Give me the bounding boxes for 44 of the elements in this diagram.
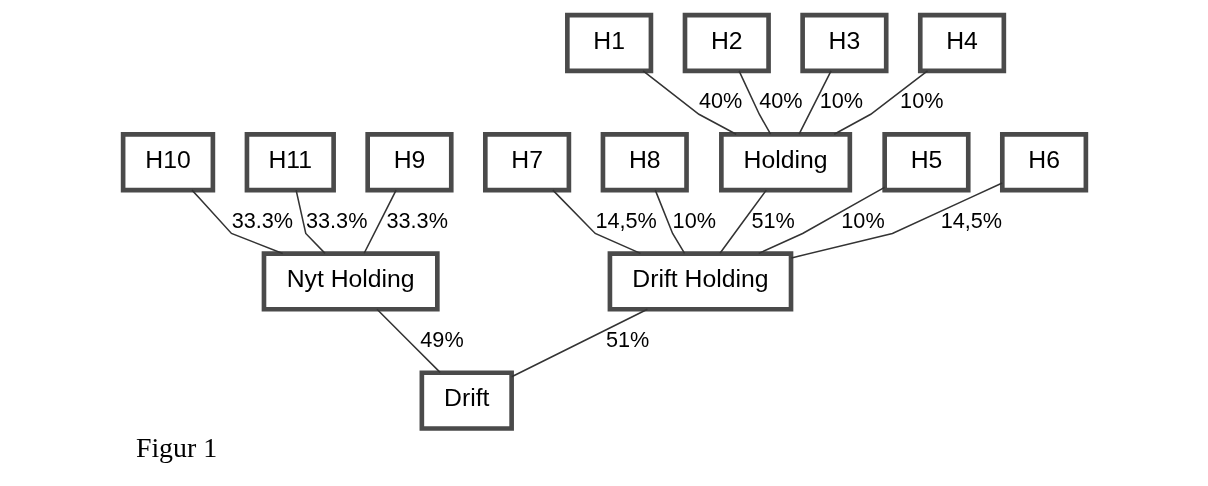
edge-label: 40%: [698, 87, 742, 113]
edge-label: 51%: [605, 326, 649, 352]
edge-label: 14,5%: [594, 207, 657, 233]
edge-label: 14,5%: [940, 207, 1002, 233]
edge-label: 40%: [758, 87, 803, 113]
node-box: H8: [600, 131, 689, 192]
connector: [797, 69, 832, 135]
node-box: H10: [120, 131, 215, 192]
node-box: Drift Holding: [607, 250, 793, 312]
node-box: H2: [682, 12, 771, 73]
edge-label: 10%: [819, 87, 863, 113]
connector: [790, 181, 1003, 259]
node-box: Nyt Holding: [261, 250, 440, 312]
edge-label: 10%: [840, 207, 885, 233]
node-box: Holding: [718, 131, 852, 192]
connector: [190, 188, 283, 254]
edge-label: 33.3%: [305, 207, 367, 233]
connector: [510, 308, 648, 377]
node-box: H6: [999, 131, 1088, 192]
connector: [294, 188, 326, 254]
connector: [737, 69, 771, 135]
edge-label: 49%: [419, 326, 464, 352]
edge-label: 33.3%: [386, 207, 448, 233]
connector: [718, 188, 767, 254]
connector: [375, 308, 441, 373]
edge-label: 51%: [751, 207, 795, 233]
node-box: H1: [564, 12, 653, 73]
node-box: Drift: [419, 369, 514, 431]
edge-label: 33.3%: [231, 207, 293, 233]
node-box: H3: [799, 12, 889, 73]
caption: Figur 1: [135, 431, 217, 463]
connector: [757, 186, 885, 254]
node-box: H9: [364, 131, 454, 192]
connector: [654, 188, 685, 254]
connector: [362, 188, 397, 254]
connector: [551, 188, 641, 254]
edge-label: 10%: [672, 207, 716, 233]
node-box: H7: [482, 131, 571, 192]
connector: [641, 69, 737, 135]
edge-label: 10%: [899, 87, 943, 113]
node-box: H11: [244, 131, 336, 192]
node-box: H5: [881, 131, 971, 192]
node-box: H4: [917, 12, 1006, 73]
connector: [832, 69, 928, 135]
